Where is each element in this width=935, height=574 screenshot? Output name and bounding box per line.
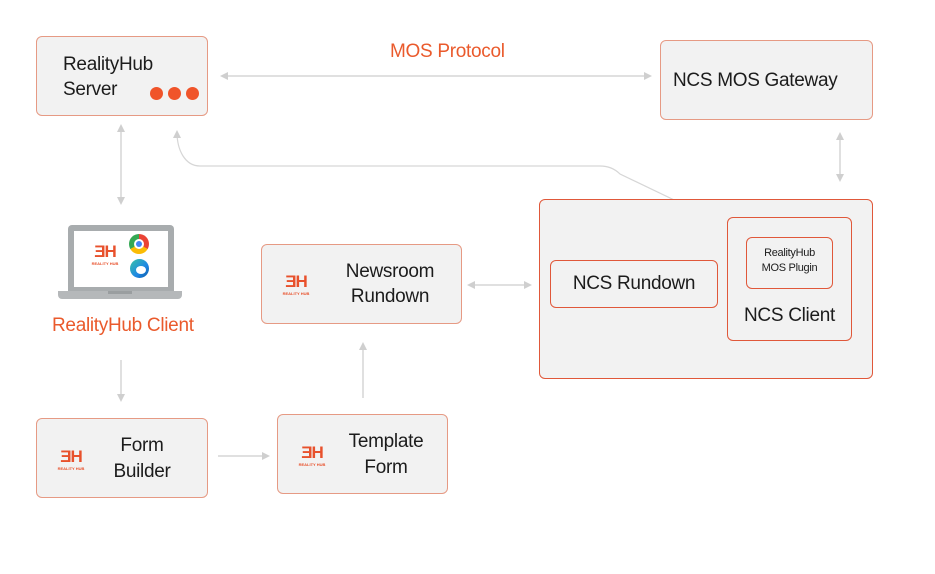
realityhub-logo: ƎH REALITY HUB [57, 447, 85, 472]
newsroom-label-line2: Rundown [350, 286, 430, 307]
template-form-node[interactable]: ƎH REALITY HUB Template Form [277, 414, 448, 494]
realityhub-logo: ƎH REALITY HUB [91, 242, 119, 267]
plugin-label-line2: MOS Plugin [761, 262, 818, 274]
chrome-icon [129, 234, 149, 254]
server-label-line2: Server [63, 79, 118, 100]
server-label-line1: RealityHub [63, 54, 153, 75]
template-form-label-line1: Template [348, 431, 424, 452]
newsroom-label-line1: Newsroom [345, 261, 435, 282]
ncs-rundown-node[interactable]: NCS Rundown [550, 260, 718, 308]
gateway-label: NCS MOS Gateway [673, 70, 838, 91]
plugin-label-line1: RealityHub [764, 247, 815, 259]
form-builder-label-line2: Builder [113, 461, 171, 482]
server-plugin-connector [173, 130, 747, 236]
form-builder-label-line1: Form [120, 435, 164, 456]
mos-protocol-label: MOS Protocol [390, 41, 505, 62]
ncs-client-label: NCS Client [744, 305, 835, 326]
ncs-mos-gateway-node[interactable]: NCS MOS Gateway [660, 40, 873, 120]
template-form-label-line2: Form [364, 457, 408, 478]
client-label: RealityHub Client [52, 315, 194, 336]
ncs-rundown-label: NCS Rundown [572, 273, 696, 294]
realityhub-client-node[interactable]: ƎH REALITY HUB [58, 225, 182, 303]
newsroom-rundown-node[interactable]: ƎH REALITY HUB Newsroom Rundown [261, 244, 462, 324]
laptop-icon [58, 225, 182, 303]
ncs-system-group: NCS Rundown RealityHub MOS Plugin NCS Cl… [539, 199, 873, 379]
realityhub-server-node[interactable]: RealityHub Server [36, 36, 208, 116]
realityhub-mos-plugin-node[interactable]: RealityHub MOS Plugin [746, 237, 833, 289]
realityhub-logo: ƎH REALITY HUB [282, 272, 310, 297]
realityhub-logo: ƎH REALITY HUB [298, 443, 326, 468]
form-builder-node[interactable]: ƎH REALITY HUB Form Builder [36, 418, 208, 498]
ncs-client-node[interactable]: RealityHub MOS Plugin NCS Client [727, 217, 852, 341]
edge-icon [130, 259, 149, 278]
